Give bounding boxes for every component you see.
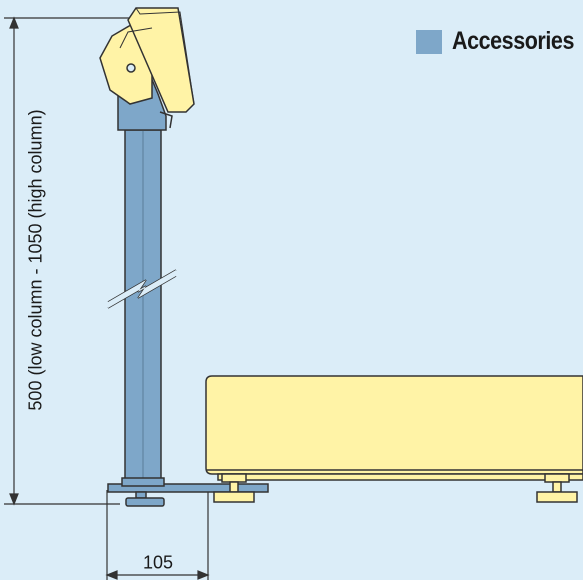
display-head bbox=[99, 7, 195, 113]
width-dimension bbox=[105, 488, 210, 580]
column bbox=[107, 129, 177, 484]
column-base bbox=[107, 477, 269, 507]
height-dimension-label: 500 (low column - 1050 (high column) bbox=[25, 109, 46, 411]
width-dimension-label: 105 bbox=[142, 552, 174, 573]
weighing-platform bbox=[205, 375, 583, 503]
legend-swatch bbox=[416, 29, 442, 54]
legend: Accessories bbox=[416, 27, 583, 56]
legend-label: Accessories bbox=[452, 27, 574, 55]
height-dimension bbox=[4, 16, 130, 506]
